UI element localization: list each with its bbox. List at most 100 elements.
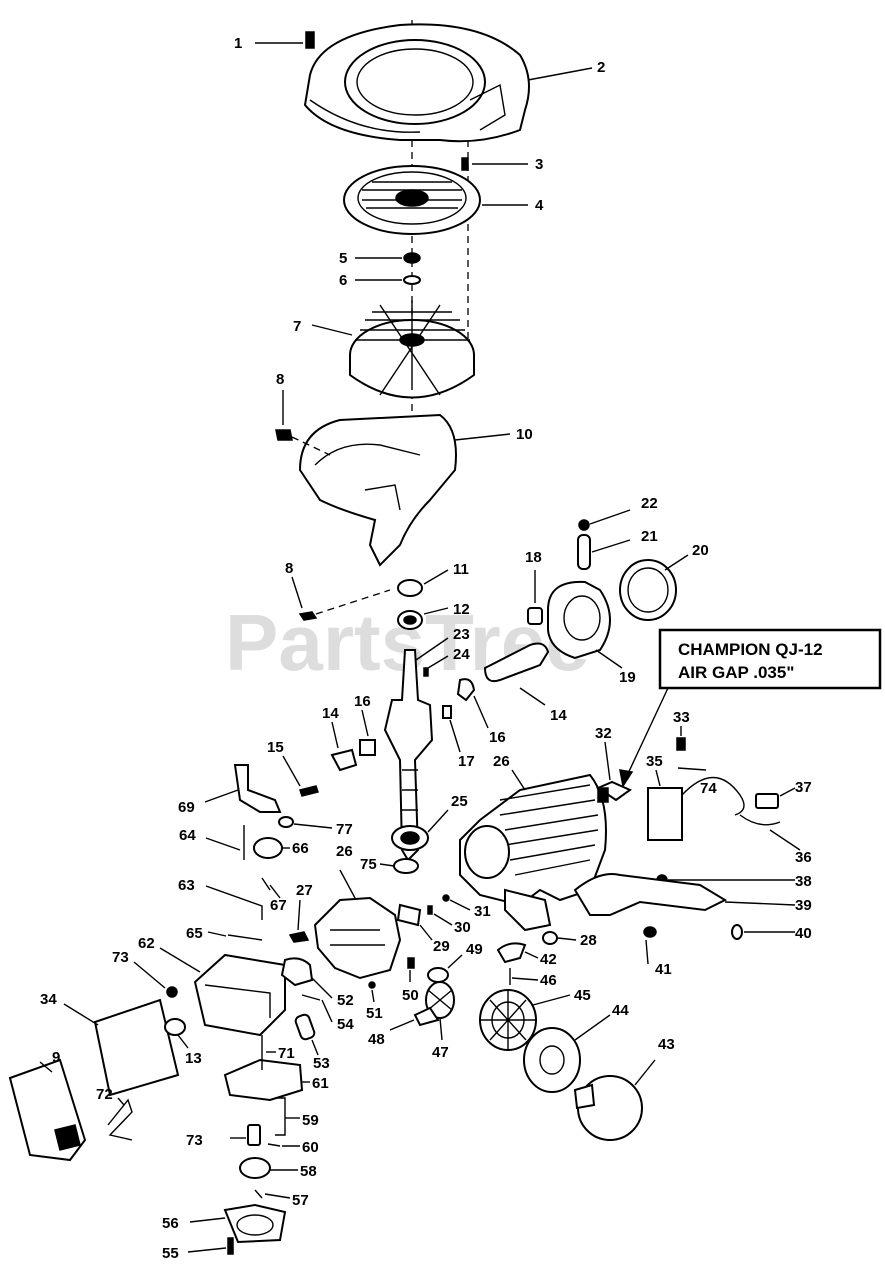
air-cleaner-base: [159, 947, 286, 1037]
tube-53: [294, 1013, 319, 1056]
label-40: 40: [795, 925, 812, 942]
bearing-28: [542, 931, 577, 945]
label-74: 74: [700, 780, 717, 797]
label-53: 53: [313, 1055, 330, 1072]
label-7: 7: [293, 318, 301, 335]
label-30: 30: [454, 919, 471, 936]
bearing-18: [527, 570, 543, 625]
flywheel-shroud: [298, 413, 457, 567]
nut-5: [355, 252, 421, 264]
label-60: 60: [302, 1139, 319, 1156]
oil-dipper-17: [442, 705, 461, 753]
label-23: 23: [453, 626, 470, 643]
washer-49: [427, 954, 463, 983]
screw-31: [442, 894, 471, 911]
governor-66: [253, 837, 290, 859]
label-8-lower: 8: [285, 560, 293, 577]
label-29: 29: [433, 938, 450, 955]
bolt-8-upper: [275, 390, 331, 456]
screw-55: [187, 1237, 234, 1255]
needle-71: [261, 1035, 276, 1070]
label-57: 57: [292, 1192, 309, 1209]
label-69: 69: [178, 799, 195, 816]
ignition-coil: [647, 769, 745, 841]
label-26-upper: 26: [493, 753, 510, 770]
label-22: 22: [641, 495, 658, 512]
key-24: [423, 655, 449, 677]
stud-65: [207, 931, 263, 941]
washer-44: [523, 1014, 611, 1093]
leader-10: [454, 433, 511, 441]
label-34: 34: [40, 991, 57, 1008]
label-38: 38: [795, 873, 812, 890]
label-33: 33: [673, 709, 690, 726]
gear-47: [425, 981, 455, 1041]
label-8-upper: 8: [276, 371, 284, 388]
screw-3: [461, 157, 528, 171]
gasket-29-30: [396, 903, 453, 941]
label-35: 35: [646, 753, 663, 770]
label-15: 15: [267, 739, 284, 756]
bracket-39: [573, 873, 796, 916]
nut-40: [731, 924, 795, 940]
washer-6: [355, 275, 421, 285]
label-39: 39: [795, 897, 812, 914]
label-32: 32: [595, 725, 612, 742]
bearing-cap-16-right: [456, 678, 489, 729]
label-24: 24: [453, 646, 470, 663]
label-20: 20: [692, 542, 709, 559]
plug-terminal-37: [755, 787, 796, 809]
bolt-8-lower: [291, 576, 391, 621]
label-2: 2: [597, 59, 605, 76]
label-4: 4: [535, 197, 544, 214]
governor-48: [389, 1006, 440, 1031]
label-65: 65: [186, 925, 203, 942]
leader-2: [527, 67, 593, 81]
label-63: 63: [178, 877, 195, 894]
label-37: 37: [795, 779, 812, 796]
label-62: 62: [138, 935, 155, 952]
label-13: 13: [185, 1050, 202, 1067]
label-43: 43: [658, 1036, 675, 1053]
bearing-25: [391, 809, 449, 851]
leader-7: [311, 324, 353, 336]
label-59: 59: [302, 1112, 319, 1129]
plug-51: [368, 981, 376, 1003]
label-5: 5: [339, 250, 347, 267]
label-19: 19: [619, 669, 636, 686]
label-51: 51: [366, 1005, 383, 1022]
carburetor-body: [313, 869, 402, 980]
throttle-lever-69: [204, 764, 282, 813]
label-14-left: 14: [322, 705, 339, 722]
label-45: 45: [574, 987, 591, 1004]
label-41: 41: [655, 961, 672, 978]
flywheel: [349, 300, 475, 399]
cam-42: [496, 942, 539, 964]
label-72: 72: [96, 1086, 113, 1103]
part-labels: 1 2 3 4 5 6 7 8 10 22 21 20 18 8 11 12 2…: [40, 35, 812, 1262]
stud-54: [301, 994, 333, 1023]
bracket-59: [275, 1097, 300, 1136]
spark-plug-callout: CHAMPION QJ-12 AIR GAP .035": [619, 628, 882, 788]
label-77: 77: [336, 821, 353, 838]
blower-housing: [303, 23, 530, 143]
carb-gasket-61: [223, 1058, 310, 1102]
label-44: 44: [612, 1002, 629, 1019]
rod-half-14-left: [330, 721, 358, 772]
ignition-lead-36: [739, 814, 801, 851]
spring-72: [107, 1097, 133, 1141]
label-26-lower: 26: [336, 843, 353, 860]
label-28: 28: [580, 932, 597, 949]
label-58: 58: [300, 1163, 317, 1180]
label-46: 46: [540, 972, 557, 989]
label-10: 10: [516, 426, 533, 443]
label-18: 18: [525, 549, 542, 566]
bolt-27: [288, 899, 310, 943]
label-25: 25: [451, 793, 468, 810]
flange-43: [573, 1059, 656, 1141]
connecting-rod-14: [483, 642, 550, 706]
label-42: 42: [540, 951, 557, 968]
washer-77: [278, 816, 333, 829]
screw-15: [282, 755, 319, 797]
cylinder-block: [459, 769, 607, 932]
